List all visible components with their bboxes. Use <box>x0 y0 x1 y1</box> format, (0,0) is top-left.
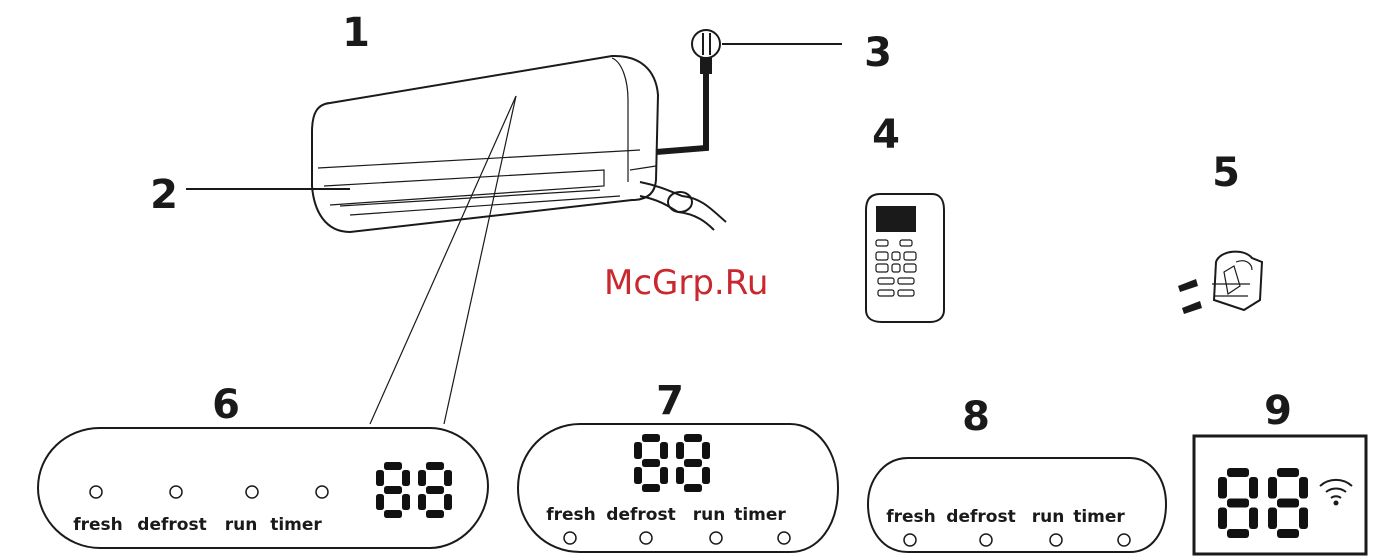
display-segment <box>426 486 444 494</box>
wifi-icon <box>1319 478 1353 506</box>
display-segment <box>1299 507 1308 529</box>
panel7-label-run: run <box>693 505 726 525</box>
panel7-led-fresh <box>563 531 577 545</box>
display-segment <box>642 484 660 492</box>
display-segment <box>376 494 384 510</box>
panel8-label-fresh: fresh <box>886 507 936 527</box>
panel6-label-timer: timer <box>270 515 322 535</box>
display-panel-8: fresh defrost run timer <box>866 457 1168 553</box>
display-segment <box>1218 507 1227 529</box>
display-segment <box>702 467 710 484</box>
display-segment <box>684 484 702 492</box>
panel8-led-fresh <box>903 533 917 547</box>
display-segment <box>384 486 402 494</box>
remote-holder-icon <box>1212 250 1264 312</box>
panel7-label-defrost: defrost <box>606 505 675 525</box>
remote-control-icon <box>865 193 945 323</box>
panel6-led-defrost <box>169 485 183 499</box>
display-segment <box>660 442 668 459</box>
display-segment <box>642 459 660 467</box>
panel8-led-run <box>1049 533 1063 547</box>
callout-1: 1 <box>342 10 370 56</box>
display-segment <box>684 459 702 467</box>
display-panel-7: fresh defrost run timer <box>516 423 840 553</box>
display-segment <box>1268 507 1277 529</box>
panel8-led-defrost <box>979 533 993 547</box>
display-segment <box>702 442 710 459</box>
display-panel-9 <box>1192 434 1368 556</box>
display-segment <box>1268 477 1277 499</box>
display-segment <box>1277 468 1299 477</box>
display-segment <box>426 510 444 518</box>
panel8-label-timer: timer <box>1073 507 1125 527</box>
display-segment <box>1218 477 1227 499</box>
panel7-led-run <box>709 531 723 545</box>
screw-icon <box>1178 279 1202 314</box>
display-segment <box>1227 498 1249 508</box>
display-segment <box>1227 468 1249 477</box>
plug-icon <box>691 29 721 59</box>
display-segment <box>1277 498 1299 508</box>
panel8-led-timer <box>1117 533 1131 547</box>
display-segment <box>642 434 660 442</box>
display-segment <box>426 462 444 470</box>
panel6-seven-segment-display <box>376 462 452 518</box>
callout-8: 8 <box>962 394 990 440</box>
panel7-led-timer <box>777 531 791 545</box>
callout-5: 5 <box>1212 150 1240 196</box>
panel8-label-run: run <box>1032 507 1065 527</box>
display-segment <box>1277 529 1299 538</box>
display-segment <box>684 434 702 442</box>
display-segment <box>1299 477 1308 499</box>
display-panel-6: fresh defrost run timer <box>36 427 490 549</box>
callout-2: 2 <box>150 172 178 218</box>
power-cable <box>655 58 712 155</box>
callout-7: 7 <box>656 378 684 424</box>
display-segment <box>676 467 684 484</box>
display-segment <box>1249 477 1258 499</box>
display-segment <box>402 494 410 510</box>
panel7-seven-segment-display <box>634 434 710 492</box>
display-segment <box>634 442 642 459</box>
panel8-label-defrost: defrost <box>946 507 1015 527</box>
drain-hose <box>639 181 727 231</box>
display-segment <box>676 442 684 459</box>
display-segment <box>418 470 426 486</box>
display-segment <box>444 494 452 510</box>
panel7-label-timer: timer <box>734 505 786 525</box>
panel6-label-defrost: defrost <box>137 515 206 535</box>
watermark-text: McGrp.Ru <box>604 263 768 303</box>
callout-4: 4 <box>872 112 900 158</box>
callout-9: 9 <box>1264 388 1292 434</box>
display-segment <box>1249 507 1258 529</box>
display-segment <box>418 494 426 510</box>
panel7-label-fresh: fresh <box>546 505 596 525</box>
indoor-unit <box>311 54 660 234</box>
display-segment <box>634 467 642 484</box>
panel6-led-fresh <box>89 485 103 499</box>
panel6-label-run: run <box>225 515 258 535</box>
display-segment <box>384 510 402 518</box>
display-segment <box>444 470 452 486</box>
display-segment <box>376 470 384 486</box>
display-segment <box>384 462 402 470</box>
panel7-led-defrost <box>639 531 653 545</box>
callout-3: 3 <box>864 30 892 76</box>
panel6-label-fresh: fresh <box>73 515 123 535</box>
display-segment <box>402 470 410 486</box>
panel6-led-run <box>245 485 259 499</box>
panel9-seven-segment-display <box>1218 468 1308 538</box>
display-segment <box>660 467 668 484</box>
callout-6: 6 <box>212 382 240 428</box>
panel6-led-timer <box>315 485 329 499</box>
display-segment <box>1227 529 1249 538</box>
